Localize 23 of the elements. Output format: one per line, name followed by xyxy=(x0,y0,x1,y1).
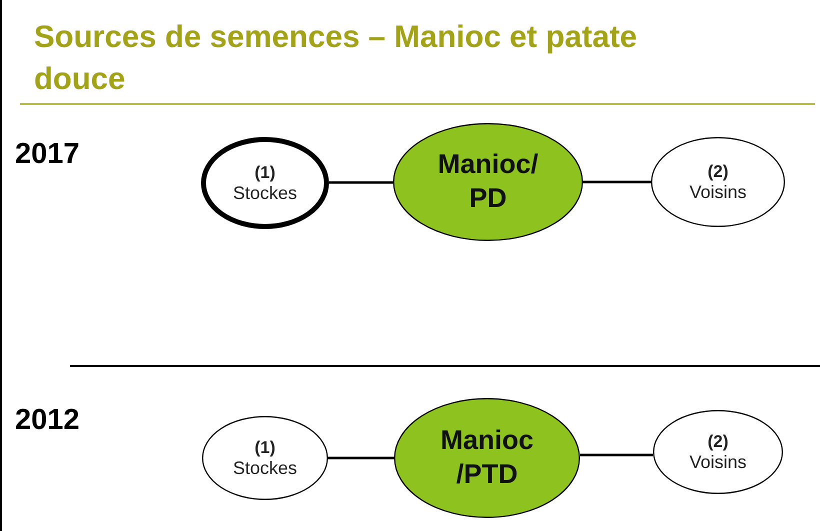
center-ellipse xyxy=(393,123,583,241)
source-ellipse xyxy=(202,416,328,500)
connector-line xyxy=(328,456,394,460)
source-label: Stockes xyxy=(232,182,298,204)
source-number: (1) xyxy=(254,438,276,458)
source-ellipse xyxy=(653,410,783,494)
connector-line xyxy=(329,181,393,184)
source-label: Voisins xyxy=(689,452,747,472)
source-ellipse xyxy=(651,137,785,227)
connector-line xyxy=(580,454,653,456)
year-label: 2017 xyxy=(15,138,80,171)
node-label: Manioc /PTD xyxy=(439,424,534,491)
source-number: (2) xyxy=(708,162,728,182)
source-label: Voisins xyxy=(689,182,747,202)
source-number: (2) xyxy=(708,432,728,452)
source-number: (1) xyxy=(254,162,276,182)
connector-line xyxy=(583,180,651,184)
source-ellipse xyxy=(201,137,329,229)
year-label: 2012 xyxy=(15,404,80,437)
source-label: Stockes xyxy=(232,458,298,478)
title: Sources de semences – Manioc et patate douce xyxy=(34,18,638,98)
center-ellipse xyxy=(394,398,580,518)
node-label: Manioc/ PD xyxy=(436,148,540,215)
